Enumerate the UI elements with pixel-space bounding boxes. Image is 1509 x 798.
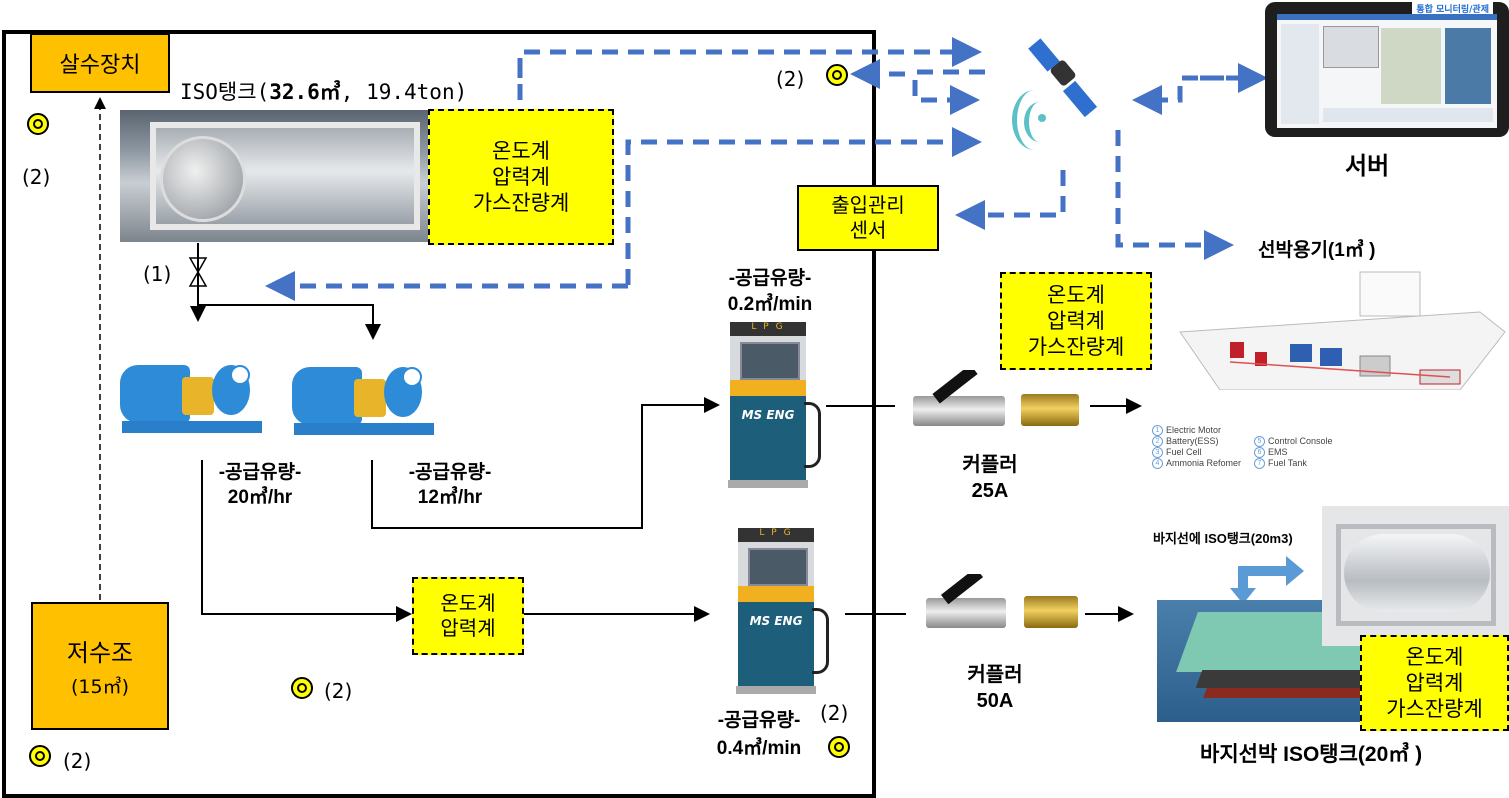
sensor-marker-label: (2) bbox=[63, 749, 92, 773]
server-monitor: 통합 모니터링/관제 bbox=[1265, 2, 1509, 137]
barge-caption: 바지선에 ISO탱크(20m3) bbox=[1153, 531, 1293, 546]
signal-instrument-loop bbox=[625, 127, 982, 285]
pump-2-icon bbox=[290, 355, 435, 445]
pump-2-flow: -공급유량- 12㎥/hr bbox=[408, 462, 492, 508]
signal-ship bbox=[1115, 130, 1234, 260]
pump2-line bbox=[371, 397, 720, 529]
signal-lines bbox=[265, 37, 1268, 301]
signal-access-sensor bbox=[955, 170, 1066, 230]
access-control-sensor: 출입관리 센서 bbox=[797, 185, 939, 251]
iso-tank-container-image bbox=[1322, 506, 1509, 646]
sprinkler-box: 살수장치 bbox=[30, 33, 170, 93]
sensor-marker-label: (2) bbox=[820, 701, 849, 725]
pump-1-icon bbox=[118, 355, 263, 440]
pump2-supply bbox=[198, 304, 381, 340]
dispenser-2-flow: -공급유량- 0.4㎥/min bbox=[716, 710, 802, 759]
sensor-marker-icon bbox=[826, 64, 848, 86]
dispenser-1-flow: -공급유량- 0.2㎥/min bbox=[727, 268, 813, 315]
coupler-25a-instruments: 온도계 압력계 가스잔량계 bbox=[1000, 272, 1152, 370]
sensor-marker-icon bbox=[828, 736, 850, 758]
coupler-25a-label: 커플러 25A bbox=[962, 454, 1018, 502]
sensor-marker-icon bbox=[27, 113, 49, 135]
pump1-line bbox=[201, 460, 412, 622]
sensor-marker-label: (2) bbox=[22, 165, 51, 189]
server-screen-title: 통합 모니터링/관제 bbox=[1412, 2, 1493, 15]
sprinkler-label: 살수장치 bbox=[59, 53, 141, 78]
sensor-marker-label: (2) bbox=[324, 679, 353, 703]
sensor-marker-icon bbox=[29, 745, 51, 767]
lpg-dispenser-2: L P G MS ENG bbox=[724, 528, 839, 698]
coupler-25a-image bbox=[905, 370, 1090, 435]
signal-tank-to-satellite bbox=[517, 37, 982, 100]
signal-server-satellite bbox=[1132, 75, 1250, 115]
signal-sensor-top bbox=[912, 69, 985, 115]
coupler-50a-image bbox=[920, 574, 1085, 639]
iso-tank-title: ISO탱크(32.6㎥, 19.4ton) bbox=[180, 80, 468, 104]
sensor-marker-icon bbox=[291, 677, 313, 699]
pipeline-instruments: 온도계 압력계 bbox=[412, 577, 524, 655]
iso-tank-photo bbox=[120, 110, 432, 242]
satellite-icon bbox=[992, 30, 1112, 170]
server-label: 서버 bbox=[1345, 153, 1390, 180]
barge-transfer-arrow-icon bbox=[1230, 556, 1304, 604]
ship-cutaway-image bbox=[1160, 262, 1509, 390]
iso-tank-instruments: 온도계 압력계 가스잔량계 bbox=[428, 109, 614, 245]
barge-label: 바지선박 ISO탱크(20㎥ ) bbox=[1200, 743, 1423, 766]
coupler-50a-label: 커플러 50A bbox=[967, 664, 1023, 712]
lpg-dispenser-1: L P G MS ENG bbox=[718, 322, 828, 490]
barge-instruments: 온도계 압력계 가스잔량계 bbox=[1360, 635, 1509, 731]
facility-boundary bbox=[2, 30, 876, 798]
valve-label: (1) bbox=[143, 262, 172, 286]
reservoir-box: 저수조 (15㎥) bbox=[31, 602, 169, 730]
pump-1-flow: -공급유량- 20㎥/hr bbox=[218, 462, 302, 508]
sensor-marker-label: (2) bbox=[776, 67, 805, 91]
ship-container-label: 선박용기(1㎥ ) bbox=[1258, 240, 1376, 261]
valve-icon bbox=[188, 257, 208, 287]
